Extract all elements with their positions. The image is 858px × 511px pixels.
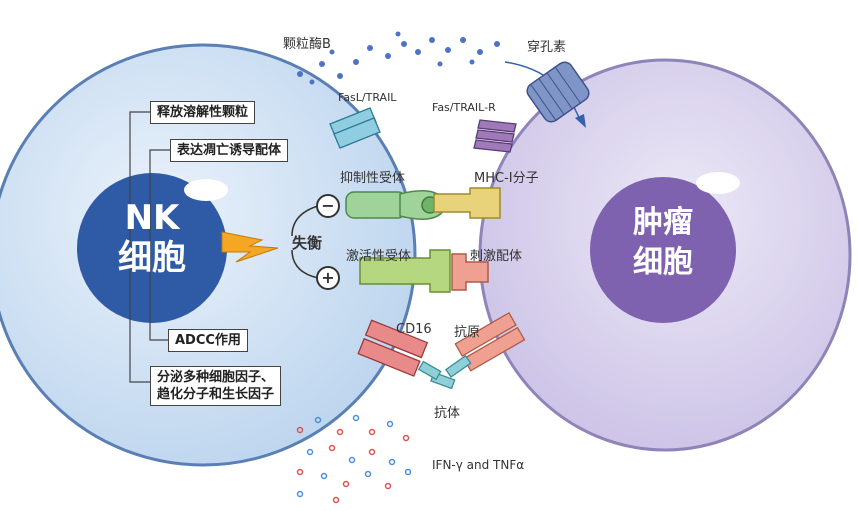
stim-ligand-label: 刺激配体: [470, 249, 523, 264]
fasl-ligand: [329, 107, 381, 149]
tumor-nucleus: [590, 177, 736, 323]
stimulatory-ligand: [451, 253, 489, 291]
antigen: [454, 311, 526, 372]
fasl-label: FasL/TRAIL: [338, 91, 397, 104]
perforin-label: 穿孔素: [527, 40, 567, 55]
antibody-label: 抗体: [434, 406, 461, 421]
granzyme-label: 颗粒酶B: [283, 37, 331, 52]
fas-receptor: [473, 119, 517, 153]
nk-nucleus: [77, 173, 227, 323]
cd16-receptor: [357, 319, 429, 377]
function-bracket: [129, 111, 170, 383]
function-cytokines-line2: 趋化分子和生长因子: [157, 387, 275, 402]
mhc-molecule: [421, 187, 501, 219]
tumor-title: 肿瘤 细胞: [600, 203, 726, 283]
imbalance-arc-top: [291, 205, 319, 237]
tumor-title-line1: 肿瘤: [633, 205, 693, 240]
function-cytokines: 分泌多种细胞因子、 趋化分子和生长因子: [150, 366, 282, 406]
function-apoptosis-ligand: 表达凋亡诱导配体: [170, 139, 289, 162]
tumor-nucleus-highlight: [696, 172, 740, 194]
activating-receptor-label: 激活性受体: [346, 249, 412, 264]
perforin-arrowhead: [575, 114, 586, 128]
imbalance-arc-bottom: [291, 249, 319, 279]
inhibitory-receptor-label: 抑制性受体: [340, 171, 406, 186]
cytokine-dots: [296, 414, 412, 504]
nk-title-line2: 细胞: [118, 238, 186, 278]
imbalance-label: 失衡: [292, 234, 323, 252]
plus-sign: +: [316, 266, 340, 290]
perforin-pore: [526, 61, 590, 123]
fas-r-label: Fas/TRAIL-R: [432, 101, 496, 114]
mhc-label: MHC-I分子: [474, 171, 539, 186]
granzyme-dots: [297, 31, 500, 85]
function-adcc: ADCC作用: [168, 329, 248, 352]
antibody: [417, 354, 472, 390]
nk-title: NK 细胞: [92, 198, 212, 278]
lightning-icon: [221, 231, 279, 263]
function-cytokines-line1: 分泌多种细胞因子、: [157, 370, 275, 385]
nk-nucleus-highlight: [184, 179, 228, 201]
cytokines-label: IFN-γ and TNFα: [432, 458, 525, 472]
tumor-title-line2: 细胞: [633, 245, 693, 280]
minus-sign: −: [316, 194, 340, 218]
antigen-label: 抗原: [454, 325, 481, 340]
function-granules: 释放溶解性颗粒: [150, 101, 256, 124]
activating-receptor: [359, 249, 451, 293]
cd16-label: CD16: [396, 322, 432, 337]
nk-title-line1: NK: [124, 198, 180, 238]
